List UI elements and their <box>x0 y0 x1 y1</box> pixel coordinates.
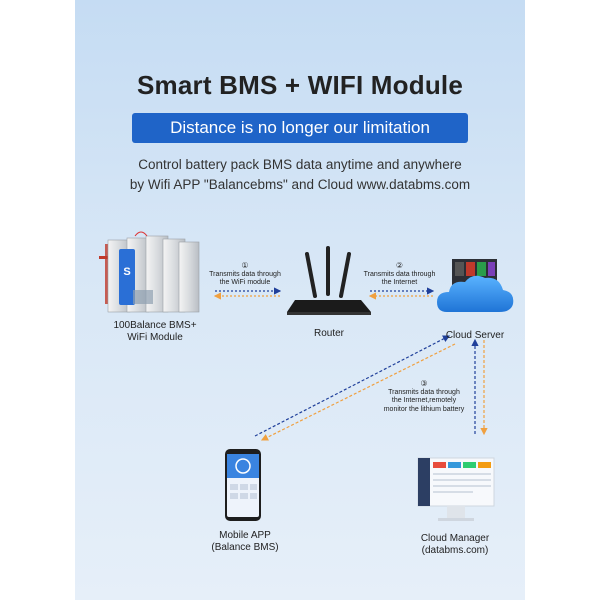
cloud-server-label: Cloud Server <box>445 330 505 341</box>
cloud-manager-label: Cloud Manager (databms.com) <box>405 533 505 557</box>
page-title: Smart BMS + WIFI Module <box>136 70 463 100</box>
diagram-art: S <box>99 231 514 521</box>
subtitle-line-2: by Wifi APP "Balancebms" and Cloud www.d… <box>129 177 471 192</box>
mobile-app-label: Mobile APP (Balance BMS) <box>195 530 295 554</box>
step-1-line-1: Transmits data through <box>209 270 281 278</box>
monitor-icon <box>417 457 495 521</box>
battery-pack-icon: S <box>99 231 200 313</box>
smartphone-icon <box>225 449 261 521</box>
step-1-note: ① Transmits data through the WiFi module <box>200 261 290 288</box>
battery-label: 100Balance BMS+ WiFi Module <box>90 320 220 344</box>
step-2-note: ② Transmits data through the Internet <box>352 261 447 288</box>
cloud-server-icon <box>437 259 514 312</box>
subtitle-line-1: Control battery pack BMS data anytime an… <box>138 157 462 172</box>
router-icon <box>287 246 371 315</box>
svg-text:S: S <box>123 266 130 278</box>
mobile-app-label-line-2: (Balance BMS) <box>211 542 279 553</box>
step-1-line-2: the WiFi module <box>219 279 271 286</box>
step-3-number: ③ <box>420 379 428 388</box>
mobile-app-label-line-1: Mobile APP <box>219 530 271 541</box>
connection-arrows <box>213 287 488 441</box>
step-3-line-3: monitor the lithium battery <box>383 405 465 413</box>
router-label: Router <box>313 328 344 339</box>
step-2-line-2: the Internet <box>381 279 418 286</box>
cloud-manager-label-line-1: Cloud Manager <box>420 533 490 544</box>
step-2-line-1: Transmits data through <box>363 270 436 278</box>
cloud-manager-label-line-2: (databms.com) <box>421 545 489 556</box>
step-2-number: ② <box>395 261 404 270</box>
step-1-number: ① <box>241 261 249 270</box>
poster: Smart BMS + WIFI Module Distance is no l… <box>75 0 525 600</box>
step-3-line-1: Transmits data through <box>388 388 460 396</box>
battery-label-line-2: WiFi Module <box>127 332 183 343</box>
tagline-banner: Distance is no longer our limitation <box>132 113 468 143</box>
step-3-line-2: the Internet,remotely <box>391 397 457 404</box>
step-3-note: ③ Transmits data through the Internet,re… <box>371 379 477 414</box>
battery-label-line-1: 100Balance BMS+ <box>113 320 197 331</box>
